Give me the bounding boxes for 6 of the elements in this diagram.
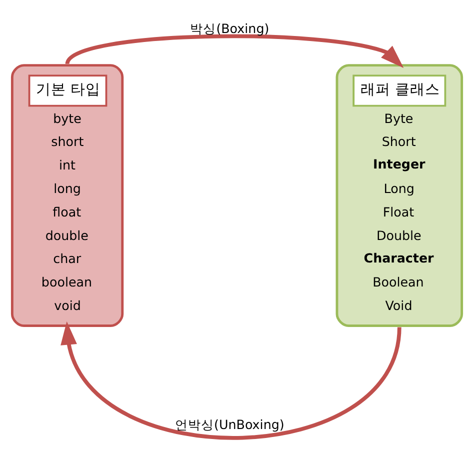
node-box: 기본 타입 byte short int long float double char boolean void (10, 64, 124, 326)
arrow (66, 34, 404, 68)
edge-label: 박싱(Boxing) (190, 20, 270, 36)
arrow (60, 320, 402, 440)
node-box: 래퍼 클래스 Byte Short Integer Long Float Double Character Boolean Void (336, 64, 464, 326)
edge-label: 언박싱(UnBoxing) (175, 416, 284, 432)
